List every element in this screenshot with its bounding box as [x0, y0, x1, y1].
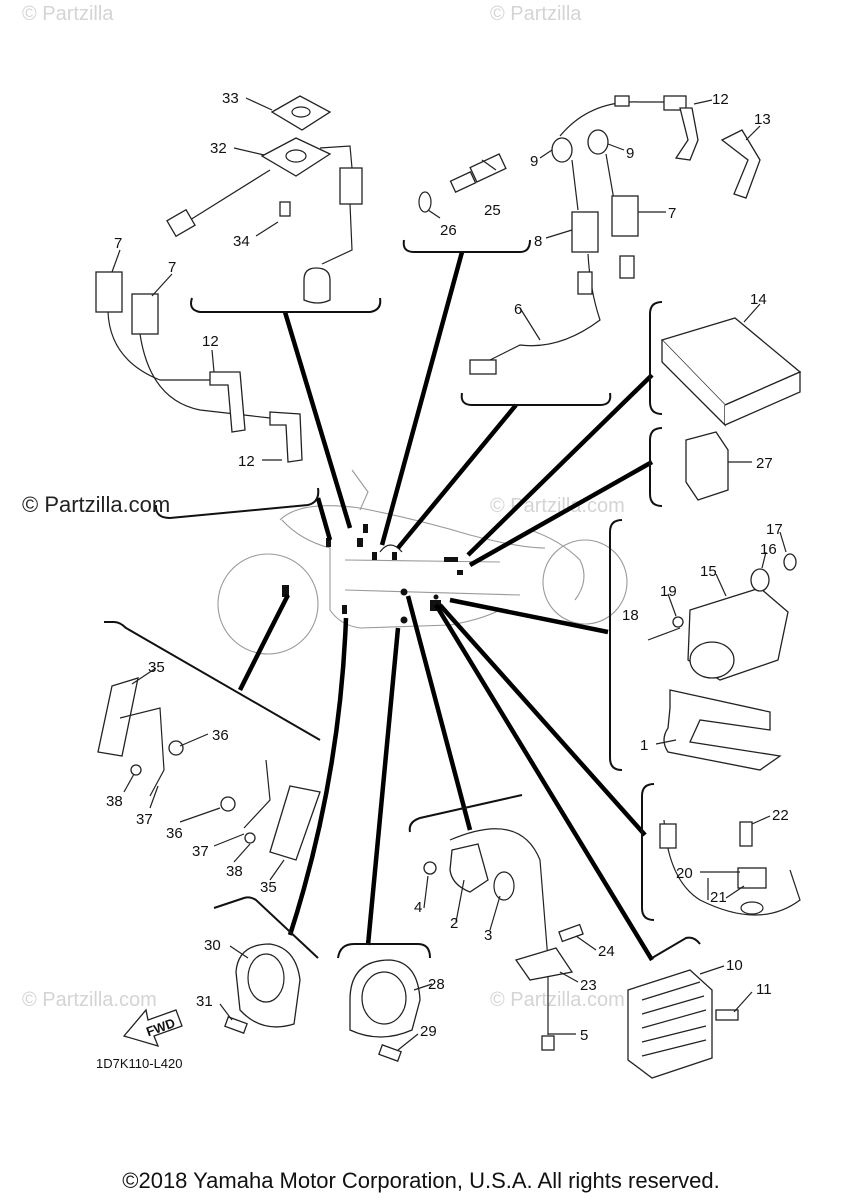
callout-29: 29	[420, 1023, 437, 1040]
horn-left-part	[224, 943, 301, 1034]
watermark-top-mid: © Partzilla	[490, 3, 582, 25]
callout-12-top: 12	[712, 91, 729, 108]
callout-6: 6	[514, 301, 522, 318]
callout-35-top: 35	[148, 659, 165, 676]
callout-28: 28	[428, 976, 445, 993]
callout-30: 30	[204, 937, 221, 954]
diagram-code: 1D7K110-L420	[96, 1056, 183, 1071]
copyright-notice: ©2018 Yamaha Motor Corporation, U.S.A. A…	[122, 1168, 719, 1193]
callout-38-bottom: 38	[226, 863, 243, 880]
callout-36-top: 36	[212, 727, 229, 744]
callout-12-mid: 12	[202, 333, 219, 350]
callout-16: 16	[760, 541, 777, 558]
callout-4: 4	[414, 899, 422, 916]
callout-14: 14	[750, 291, 767, 308]
callout-20: 20	[676, 865, 693, 882]
crank-sensor-parts	[659, 819, 801, 916]
callout-22: 22	[772, 807, 789, 824]
callout-24: 24	[598, 943, 615, 960]
callout-numbers: 33 32 34 25 26 6 7 8 9 9 12 13 7 7 12 12…	[106, 90, 789, 1044]
rectifier-part	[627, 969, 739, 1079]
callout-9-right: 9	[626, 145, 634, 162]
callout-33: 33	[222, 90, 239, 107]
fwd-label: FWD	[144, 1015, 177, 1039]
callout-31: 31	[196, 993, 213, 1010]
callout-3: 3	[484, 927, 492, 944]
watermark-mid-left: © Partzilla.com	[22, 492, 170, 517]
callout-ticks	[111, 97, 787, 1051]
fuel-sender-parts	[166, 95, 363, 304]
callout-23: 23	[580, 977, 597, 994]
callout-2: 2	[450, 915, 458, 932]
callout-15: 15	[700, 563, 717, 580]
callout-34: 34	[233, 233, 250, 250]
callout-1: 1	[640, 737, 648, 754]
footrest-parts	[97, 677, 321, 861]
watermark-lower-right: © Partzilla.com	[490, 989, 625, 1011]
horn-right-part	[349, 959, 421, 1062]
callout-21: 21	[710, 889, 727, 906]
relay-part	[685, 431, 729, 501]
callout-10: 10	[726, 957, 743, 974]
forward-arrow-icon: FWD	[122, 1008, 183, 1048]
leader-lines	[237, 251, 654, 962]
ignition-coil-parts-left	[95, 271, 303, 463]
callout-32: 32	[210, 140, 227, 157]
watermark-top-left: © Partzilla	[22, 3, 114, 25]
callout-7-left-b: 7	[168, 259, 176, 276]
callout-11: 11	[756, 981, 772, 998]
callout-26: 26	[440, 222, 457, 239]
ignition-coil-parts-right	[469, 95, 761, 375]
callout-25: 25	[484, 202, 501, 219]
group-brackets	[104, 239, 701, 959]
callout-7-right: 7	[668, 205, 676, 222]
callout-35-bottom: 35	[260, 879, 277, 896]
callout-13: 13	[754, 111, 771, 128]
callout-17: 17	[766, 521, 783, 538]
callout-12-bottom: 12	[238, 453, 255, 470]
callout-8: 8	[534, 233, 542, 250]
callout-37-left: 37	[136, 811, 153, 828]
callout-36-bottom: 36	[166, 825, 183, 842]
callout-37-bottom: 37	[192, 843, 209, 860]
throttle-sensor-parts	[647, 553, 797, 771]
callout-9-left: 9	[530, 153, 538, 170]
ecu-part	[660, 317, 802, 427]
watermark-lower-left: © Partzilla.com	[22, 989, 157, 1011]
callout-38-left: 38	[106, 793, 123, 810]
callout-5: 5	[580, 1027, 588, 1044]
callout-7-left-a: 7	[114, 235, 122, 252]
callout-18: 18	[622, 607, 639, 624]
switch-parts	[423, 828, 584, 1051]
sensor-parts	[418, 153, 507, 213]
callout-19: 19	[660, 583, 677, 600]
callout-27: 27	[756, 455, 773, 472]
